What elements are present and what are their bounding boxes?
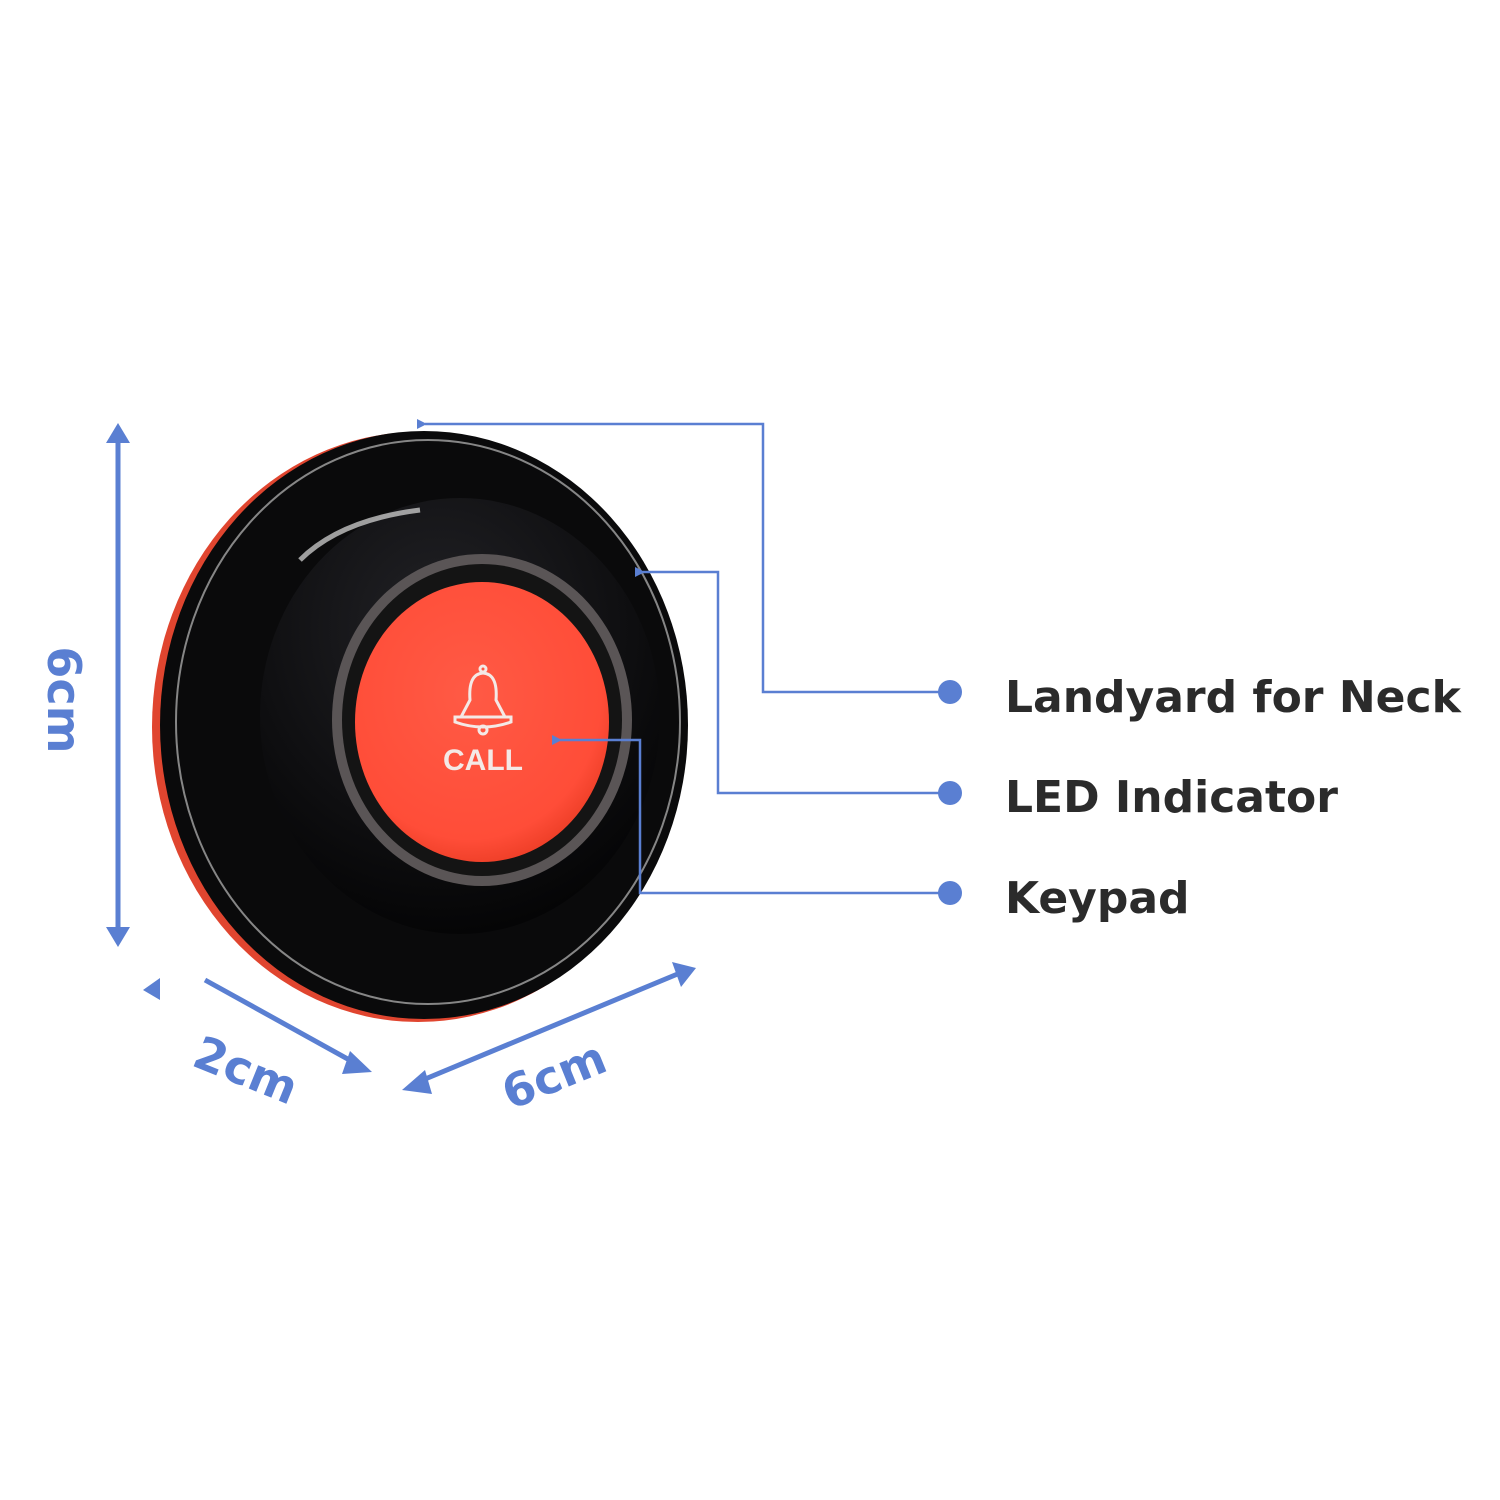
callout-dot xyxy=(938,680,962,704)
keypad-button[interactable] xyxy=(355,582,609,862)
thickness-dimension-line xyxy=(203,977,357,1066)
height-label: 6cm xyxy=(37,646,91,753)
led-leader-line xyxy=(635,567,950,795)
landyard-leader-line xyxy=(417,419,950,694)
keypad-leader-line xyxy=(552,735,950,895)
bell-icon xyxy=(453,664,513,736)
callout-landyard: Landyard for Neck xyxy=(1005,672,1463,723)
callout-dot xyxy=(938,881,962,905)
callout-keypad: Keypad xyxy=(1005,873,1190,924)
width-dimension-line xyxy=(417,970,681,1085)
callout-dot xyxy=(938,781,962,805)
callout-led-indicator: LED Indicator xyxy=(1005,772,1338,823)
call-button-device: CALL xyxy=(152,431,688,1022)
call-label: CALL xyxy=(443,744,523,777)
thickness-label: 2cm xyxy=(186,1025,306,1115)
